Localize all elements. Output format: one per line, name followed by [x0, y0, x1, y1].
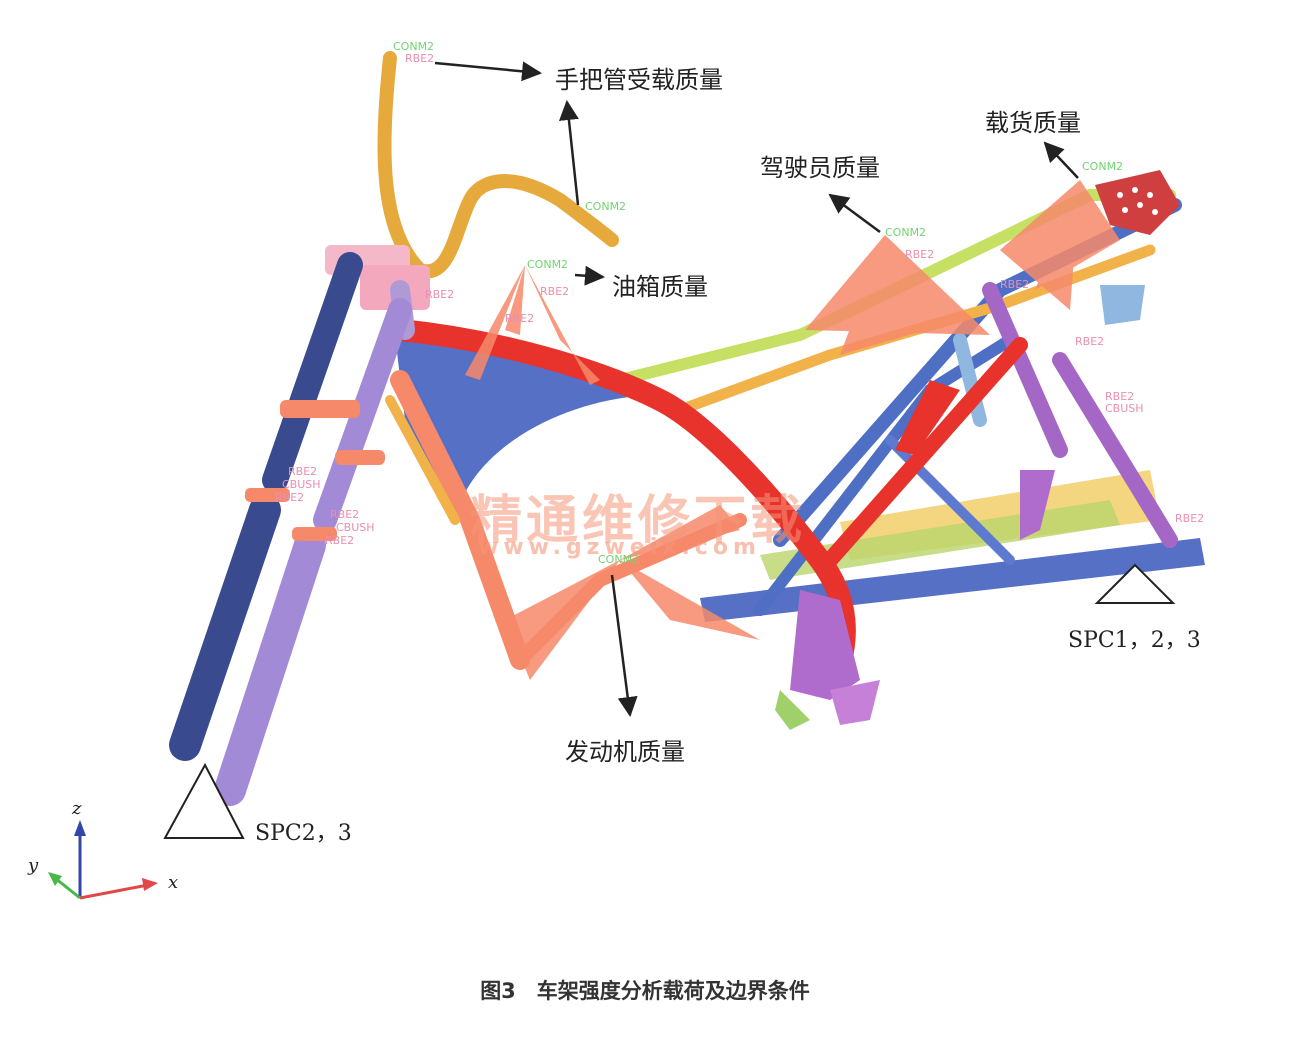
conm2-tag-engine: CONM2: [598, 553, 640, 566]
rear-carrier: [1095, 170, 1180, 235]
conm2-tag-handlebar-end: CONM2: [585, 200, 627, 213]
engine-mass-fan: [505, 505, 760, 680]
rbe2-tag-cargo: RBE2: [1000, 278, 1030, 291]
axis-x-label: x: [168, 872, 179, 893]
fork-clamps: [245, 400, 385, 541]
spc-front-triangle: [163, 762, 245, 839]
figure-caption: 图3 车架强度分析载荷及边界条件: [480, 979, 810, 1003]
rider-mass-fan: [805, 235, 990, 355]
rbe2-tag-swingarm: RBE2: [1175, 512, 1205, 525]
label-spc-rear: SPC1，2，3: [1068, 628, 1201, 653]
cbush-tag-shock: CBUSH: [1105, 402, 1144, 415]
rbe2-tag-fork-3: RBE2: [330, 508, 360, 521]
label-spc-front: SPC2，3: [255, 821, 352, 846]
watermark-title: 精通维修下载: [470, 491, 807, 551]
rbe2-tag-head: RBE2: [425, 288, 455, 301]
axis-y-label: y: [28, 855, 39, 876]
rbe2-tag-fork-1: RBE2: [288, 465, 318, 478]
conm2-tag-rider: CONM2: [885, 226, 927, 239]
rear-shock-absorbers: [953, 282, 1178, 548]
label-engine-mass: 发动机质量: [565, 738, 685, 766]
conm2-tag-handlebar: CONM2: [393, 40, 435, 53]
carrier-holes: [1117, 187, 1158, 215]
tank-mass-fan: [465, 265, 600, 385]
rbe2-tag-rear: RBE2: [1075, 335, 1105, 348]
rear-brackets: [775, 285, 1145, 730]
rear-red-tube: [822, 337, 1028, 568]
conm2-tag-cargo: CONM2: [1082, 160, 1124, 173]
spc-rear-triangle: [1094, 563, 1176, 604]
rbe2-tag-tank-2: RBE2: [505, 312, 535, 325]
front-fork: [169, 252, 412, 806]
rbe2-tag-rider: RBE2: [905, 248, 935, 261]
axis-z-label: z: [72, 798, 82, 819]
main-backbone-tube: [389, 319, 856, 691]
conm2-tag-tank: CONM2: [527, 258, 569, 271]
label-tank-mass: 油箱质量: [612, 273, 708, 301]
watermark-url: www.gzweix.com: [478, 535, 761, 560]
rbe2-tag-fork-2: RBE2: [275, 491, 305, 504]
cbush-tag-fork: CBUSH: [282, 478, 321, 491]
label-rider-mass: 驾驶员质量: [760, 154, 880, 182]
coordinate-triad: [48, 820, 158, 900]
rbe2-tag-fork-4: RBE2: [325, 534, 355, 547]
rbe2-tag-tank: RBE2: [540, 285, 570, 298]
cbush-tag-fork-2: CBUSH: [336, 521, 375, 534]
label-handlebar-mass: 手把管受载质量: [555, 66, 723, 94]
rbe2-tag-handlebar: RBE2: [405, 52, 435, 65]
rbe2-tag-shock: RBE2: [1105, 390, 1135, 403]
cargo-mass-fan: [1000, 180, 1120, 310]
annotation-arrows: [434, 61, 1079, 717]
handlebar: [377, 51, 619, 279]
label-cargo-mass: 载货质量: [985, 109, 1081, 137]
